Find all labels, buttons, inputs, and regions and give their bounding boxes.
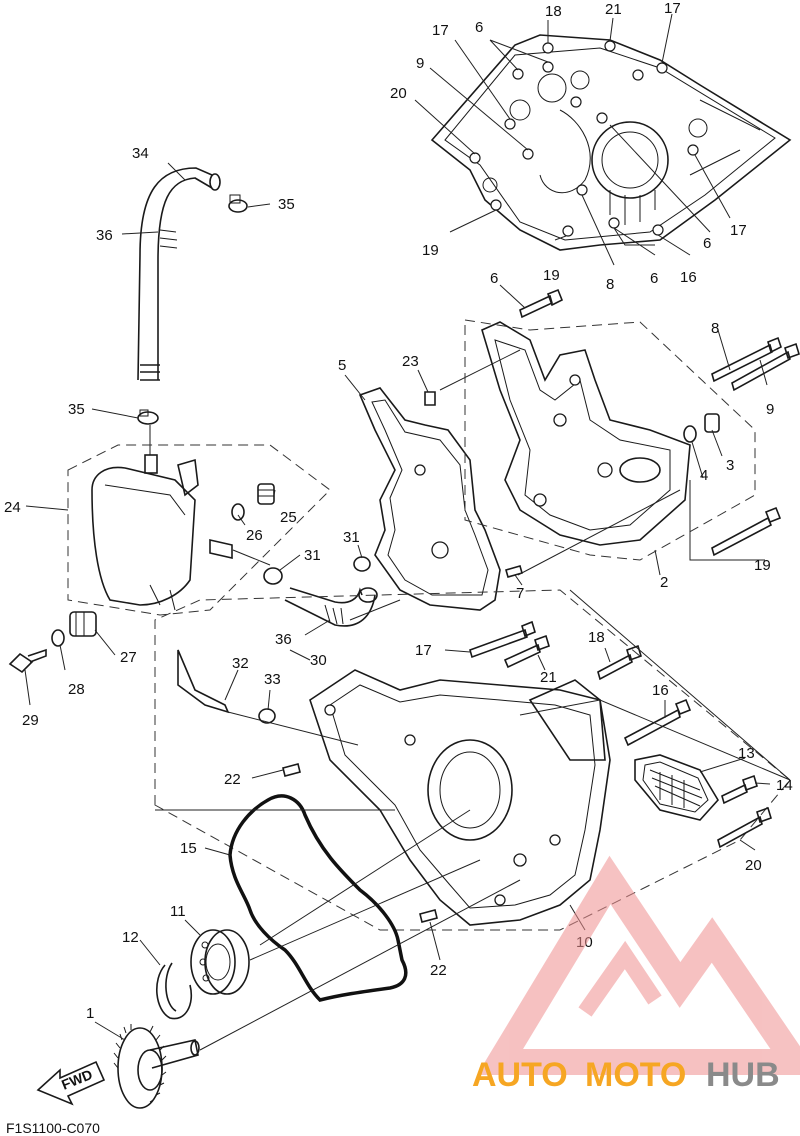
callout-30: 30 — [310, 652, 327, 669]
hose-clamp-35-bottom — [137, 409, 159, 425]
crankcase-cover-10 — [154, 589, 791, 931]
bolt-9 — [731, 342, 800, 392]
callout-20b: 20 — [745, 857, 762, 874]
callout-21a: 21 — [605, 1, 622, 18]
breather-hose-30 — [284, 587, 378, 627]
breather-box — [67, 444, 331, 616]
callout-6a: 6 — [475, 19, 483, 36]
crankcase-outline-view — [414, 13, 792, 266]
callout-20a: 20 — [390, 85, 407, 102]
circlip-12 — [155, 962, 192, 1020]
bolt-16 — [623, 698, 692, 747]
bolt-holes — [469, 40, 699, 237]
washer-28 — [51, 629, 65, 647]
alignment-lines — [155, 349, 791, 1051]
callout-9a: 9 — [416, 55, 424, 72]
callout-19a: 19 — [422, 242, 439, 259]
hose-clamp-35-top — [228, 194, 248, 213]
callout-22b: 22 — [430, 962, 447, 979]
callout-9b: 9 — [766, 401, 774, 418]
callout-17c: 17 — [730, 222, 747, 239]
watermark-text: AUTO MOTO HUB — [472, 1056, 780, 1094]
callout-18a: 18 — [545, 3, 562, 20]
callout-16a: 16 — [680, 269, 697, 286]
callout-36a: 36 — [96, 227, 113, 244]
bolt-14 — [721, 774, 758, 805]
gasket-15 — [228, 794, 408, 1002]
callout-1: 1 — [86, 1005, 94, 1022]
drain-plug-27 — [69, 611, 97, 637]
crankcase-cover-2 — [464, 288, 800, 578]
bolt-8 — [711, 336, 782, 383]
callout-22a: 22 — [224, 771, 241, 788]
callout-13: 13 — [738, 745, 755, 762]
bolt-17 — [469, 620, 536, 659]
callout-3: 3 — [726, 457, 734, 474]
callout-21b: 21 — [540, 669, 557, 686]
watermark-logo — [476, 855, 800, 1075]
callout-33: 33 — [264, 671, 281, 688]
callout-36b: 36 — [275, 631, 292, 648]
gear-1 — [113, 1024, 200, 1109]
fwd-arrow: FWD — [36, 1060, 106, 1106]
callout-labels: 1 2 3 4 5 6 6 6 6 7 8 8 9 9 10 11 12 13 … — [4, 0, 793, 1022]
callout-5: 5 — [338, 357, 346, 374]
bolt-6-cover — [519, 288, 564, 319]
cover-plate-13 — [634, 754, 719, 821]
fwd-arrow-label: FWD — [59, 1066, 95, 1093]
callout-31b: 31 — [343, 529, 360, 546]
bolt-20 — [717, 806, 772, 849]
callout-35b: 35 — [68, 401, 85, 418]
callout-19b: 19 — [543, 267, 560, 284]
callout-14: 14 — [776, 777, 793, 794]
callout-2: 2 — [660, 574, 668, 591]
hose-32 — [177, 649, 276, 724]
callout-31a: 31 — [304, 547, 321, 564]
washer-26 — [231, 503, 245, 521]
callout-27: 27 — [120, 649, 137, 666]
callout-17d: 17 — [415, 642, 432, 659]
callout-19c: 19 — [754, 557, 771, 574]
bolt-18 — [597, 644, 642, 681]
plug-25 — [257, 483, 275, 505]
dowel-23 — [424, 391, 436, 406]
breather-hose — [137, 167, 248, 455]
callout-25: 25 — [280, 509, 297, 526]
bolt-19 — [711, 506, 782, 557]
callout-4: 4 — [700, 467, 708, 484]
callout-6c: 6 — [650, 270, 658, 287]
callout-11: 11 — [170, 903, 186, 920]
callout-12: 12 — [122, 929, 139, 946]
watermark-moto: MOTO — [585, 1056, 686, 1094]
callout-7: 7 — [516, 585, 524, 602]
watermark-auto: AUTO — [472, 1056, 568, 1094]
drawing-code: F1S1100-C070 — [6, 1120, 100, 1136]
bolt-21 — [503, 634, 550, 669]
callout-6b: 6 — [703, 235, 711, 252]
o-ring-4 — [683, 425, 697, 443]
callout-8a: 8 — [606, 276, 614, 293]
callout-18b: 18 — [588, 629, 605, 646]
gasket-5 — [358, 387, 501, 611]
callout-8b: 8 — [711, 320, 719, 337]
callout-32: 32 — [232, 655, 249, 672]
callout-16b: 16 — [652, 682, 669, 699]
callout-leaders — [24, 162, 771, 1041]
bearing-11 — [190, 929, 250, 995]
callout-17b: 17 — [664, 0, 681, 17]
callout-17a: 17 — [432, 22, 449, 39]
callout-34: 34 — [132, 145, 149, 162]
watermark-hub: HUB — [706, 1056, 780, 1094]
callout-23: 23 — [402, 353, 419, 370]
callout-29: 29 — [22, 712, 39, 729]
callout-6d: 6 — [490, 270, 498, 287]
callout-24: 24 — [4, 499, 21, 516]
callout-15: 15 — [180, 840, 197, 857]
bolt-29 — [8, 648, 47, 674]
callout-35a: 35 — [278, 196, 295, 213]
callout-28: 28 — [68, 681, 85, 698]
plug-3 — [704, 413, 720, 433]
callout-26: 26 — [246, 527, 263, 544]
